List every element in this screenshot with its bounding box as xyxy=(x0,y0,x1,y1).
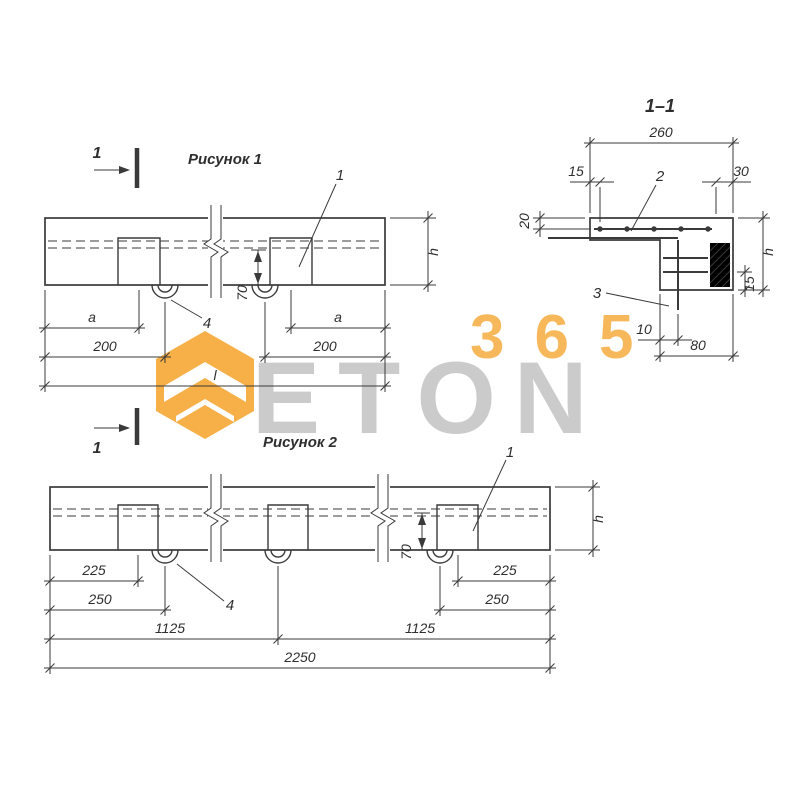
fig2-section-mark-number: 1 xyxy=(93,440,102,457)
watermark-brand-text: ETON xyxy=(252,341,606,455)
figure2-title: Рисунок 2 xyxy=(263,434,338,451)
fig2-part-labels: 1 4 xyxy=(176,444,514,614)
fig2-beam xyxy=(49,474,551,564)
fig1-beam xyxy=(44,205,386,299)
chevron-cut-upper xyxy=(164,362,246,402)
section-dim-260: 260 xyxy=(648,124,673,140)
fig2-slot-middle xyxy=(267,504,309,550)
fig2-lifting-loop-left xyxy=(151,549,179,564)
watermark-number: 365 xyxy=(470,303,664,372)
fig1-dim-rows: a a 200 200 l xyxy=(39,290,391,392)
fig1-dim-70-text: 70 xyxy=(234,285,250,301)
fig2-lifting-loop-right xyxy=(426,549,454,564)
fig2-dim-h: h xyxy=(555,480,606,557)
fig2-dim-225-right: 225 xyxy=(492,562,517,578)
fig2-dim-1125-right: 1125 xyxy=(405,620,435,636)
section-embedded-plate-hatch xyxy=(709,242,731,288)
figure1: 1 Рисунок 1 xyxy=(39,145,441,392)
fig1-section-cut-mark: 1 xyxy=(93,145,140,188)
section-part-labels: 2 3 xyxy=(593,168,670,307)
section-dim-h: h xyxy=(760,248,776,256)
fig2-dim-225-left: 225 xyxy=(81,562,106,578)
fig1-dim-l-total: l xyxy=(213,367,217,383)
section-reinforcement xyxy=(548,226,712,310)
section-label-item3: 3 xyxy=(593,285,602,302)
beton365-hexagon-logo-icon xyxy=(156,331,254,439)
hexagon-shape xyxy=(156,331,254,439)
fig2-dim-h-text: h xyxy=(590,515,606,523)
fig2-dim-250-right: 250 xyxy=(484,591,509,607)
fig1-dim-200-left: 200 xyxy=(92,338,117,354)
section-1-1-title: 1–1 xyxy=(645,96,675,116)
fig1-dim-70: 70 xyxy=(234,249,266,301)
fig2-slot-left xyxy=(117,504,159,550)
section-dim-30: 30 xyxy=(733,163,749,179)
fig2-dim-2250: 2250 xyxy=(283,649,315,665)
fig2-label-item4: 4 xyxy=(226,597,234,614)
section-dim-15-top: 15 xyxy=(568,163,584,179)
fig1-label-item4: 4 xyxy=(203,315,211,332)
section-outline xyxy=(589,217,734,291)
fig2-dim-1125-left: 1125 xyxy=(155,620,185,636)
fig2-section-cut-mark: 1 xyxy=(93,408,140,457)
fig1-slot-right xyxy=(269,237,313,285)
fig2-dim-rows: 225 225 250 250 1125 1125 xyxy=(44,555,556,674)
fig1-lifting-loop-left xyxy=(151,284,179,299)
section-dim-80: 80 xyxy=(690,337,706,353)
fig2-slot-right xyxy=(436,504,479,550)
section-dim-15-right: 15 xyxy=(741,276,757,292)
fig1-break-line xyxy=(203,205,229,298)
fig2-dim-70-text: 70 xyxy=(398,544,414,560)
fig1-label-item1: 1 xyxy=(336,167,344,184)
fig1-dim-200-right: 200 xyxy=(312,338,337,354)
fig2-label-item1: 1 xyxy=(506,444,514,461)
fig2-lifting-loop-middle xyxy=(264,549,292,564)
section-dims: 260 15 30 20 xyxy=(516,124,776,362)
fig2-dim-70: 70 xyxy=(398,512,430,560)
fig2-break-line-right xyxy=(370,474,396,562)
fig1-section-mark-number: 1 xyxy=(93,145,102,162)
fig2-dim-250-left: 250 xyxy=(87,591,112,607)
fig1-lifting-loop-right xyxy=(251,284,279,299)
figure1-title: Рисунок 1 xyxy=(188,151,262,168)
fig1-dim-h: h xyxy=(390,211,441,292)
section-dim-20: 20 xyxy=(516,213,532,230)
figure2: 1 Рисунок 2 xyxy=(44,408,606,674)
section-dim-10: 10 xyxy=(636,321,652,337)
chevron-cut-lower xyxy=(176,399,234,422)
section-1-1: 1–1 xyxy=(516,96,776,362)
fig1-dim-a-right: a xyxy=(334,309,342,325)
fig1-slot-left xyxy=(117,237,161,285)
fig1-dim-a-left: a xyxy=(88,309,96,325)
section-label-item2: 2 xyxy=(655,168,665,185)
fig1-part-labels: 1 4 xyxy=(170,167,344,332)
fig1-dim-h-text: h xyxy=(425,248,441,256)
fig2-break-line-left xyxy=(203,474,229,562)
